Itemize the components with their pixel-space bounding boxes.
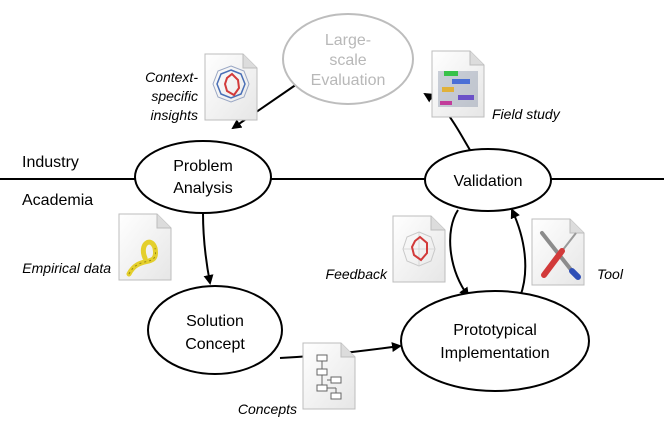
node-label-line: Implementation xyxy=(440,345,549,362)
artifact-label-concepts: Concepts xyxy=(238,401,297,417)
node-solution-concept[interactable]: Solution Concept xyxy=(147,285,283,375)
radar-chart-document-icon xyxy=(392,215,446,283)
node-label-line: Solution xyxy=(186,313,244,330)
node-large-scale-evaluation[interactable]: Large- scale Evaluation xyxy=(282,13,414,105)
radar-chart-document-icon xyxy=(204,53,258,121)
artifact-label-field-study: Field study xyxy=(492,106,561,122)
arrow-prototype-to-validation xyxy=(510,208,527,298)
arrow-problem-to-solution xyxy=(202,212,214,285)
node-prototypical-implementation[interactable]: Prototypical Implementation xyxy=(400,290,590,392)
node-label-line: Analysis xyxy=(173,180,233,197)
node-label-line: Evaluation xyxy=(311,72,386,89)
arrow-evaluation-to-problem xyxy=(231,83,298,130)
node-label-line: Prototypical xyxy=(453,322,537,339)
artifact-label-line: insights xyxy=(151,107,198,123)
node-label-line: Large- xyxy=(325,32,371,49)
node-validation[interactable]: Validation xyxy=(424,148,552,212)
node-label-line: scale xyxy=(329,52,366,69)
flowchart-document-icon xyxy=(302,342,356,410)
artifact-label-line: Context- xyxy=(145,69,198,85)
node-label-line: Problem xyxy=(173,158,233,175)
artifact-label-tool: Tool xyxy=(597,266,624,282)
artifact-label-line: specific xyxy=(151,88,198,104)
artifact-label-empirical-data: Empirical data xyxy=(22,260,111,276)
screwdriver-wrench-document-icon xyxy=(531,218,585,286)
zone-label-industry: Industry xyxy=(22,154,79,171)
gantt-chart-document-icon xyxy=(431,50,485,118)
node-problem-analysis[interactable]: Problem Analysis xyxy=(134,140,272,214)
measuring-tape-document-icon xyxy=(118,213,172,281)
zone-label-academia: Academia xyxy=(22,192,93,209)
node-label-line: Concept xyxy=(185,336,245,353)
artifact-label-feedback: Feedback xyxy=(326,266,388,282)
node-label-line: Validation xyxy=(453,173,522,190)
arrow-validation-to-prototype xyxy=(449,209,470,298)
arrow-validation-to-evaluation xyxy=(423,92,471,151)
